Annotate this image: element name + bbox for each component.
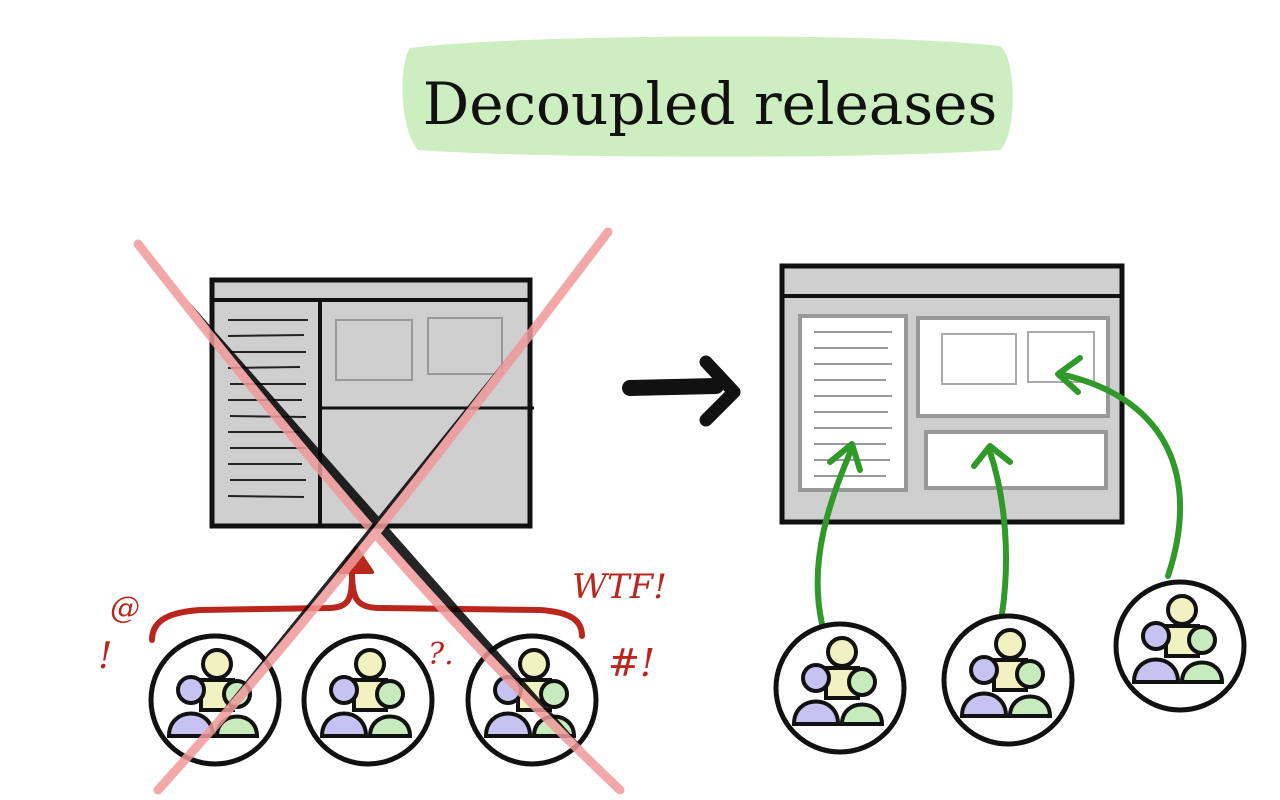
title-highlight bbox=[402, 36, 1013, 157]
arrow-up-icon bbox=[814, 441, 863, 627]
page-title: Decoupled releases bbox=[423, 70, 998, 138]
team-icon bbox=[773, 621, 907, 755]
arrow-up-icon bbox=[971, 443, 1013, 617]
title-banner: Decoupled releases bbox=[402, 36, 1013, 157]
question-annotation: ?. bbox=[428, 637, 454, 672]
team-icon bbox=[148, 633, 282, 767]
sidebar-fragment bbox=[798, 314, 908, 492]
composite-page-icon bbox=[779, 263, 1125, 525]
footer-fragment bbox=[924, 430, 1108, 490]
team-bracket bbox=[149, 571, 585, 643]
team-icon bbox=[301, 633, 435, 767]
team-icon bbox=[941, 613, 1075, 747]
monolith-sidebar-lines bbox=[227, 319, 308, 498]
arrow-up-icon bbox=[1055, 355, 1183, 579]
bang-annotation: ! bbox=[98, 636, 112, 677]
team-icon bbox=[1113, 579, 1247, 713]
at-annotation: @ bbox=[110, 591, 140, 626]
arrow-right-icon bbox=[622, 355, 741, 427]
cross-icon bbox=[133, 227, 625, 795]
wtf-annotation: WTF! bbox=[572, 567, 667, 607]
hash-annotation: #! bbox=[608, 641, 655, 685]
